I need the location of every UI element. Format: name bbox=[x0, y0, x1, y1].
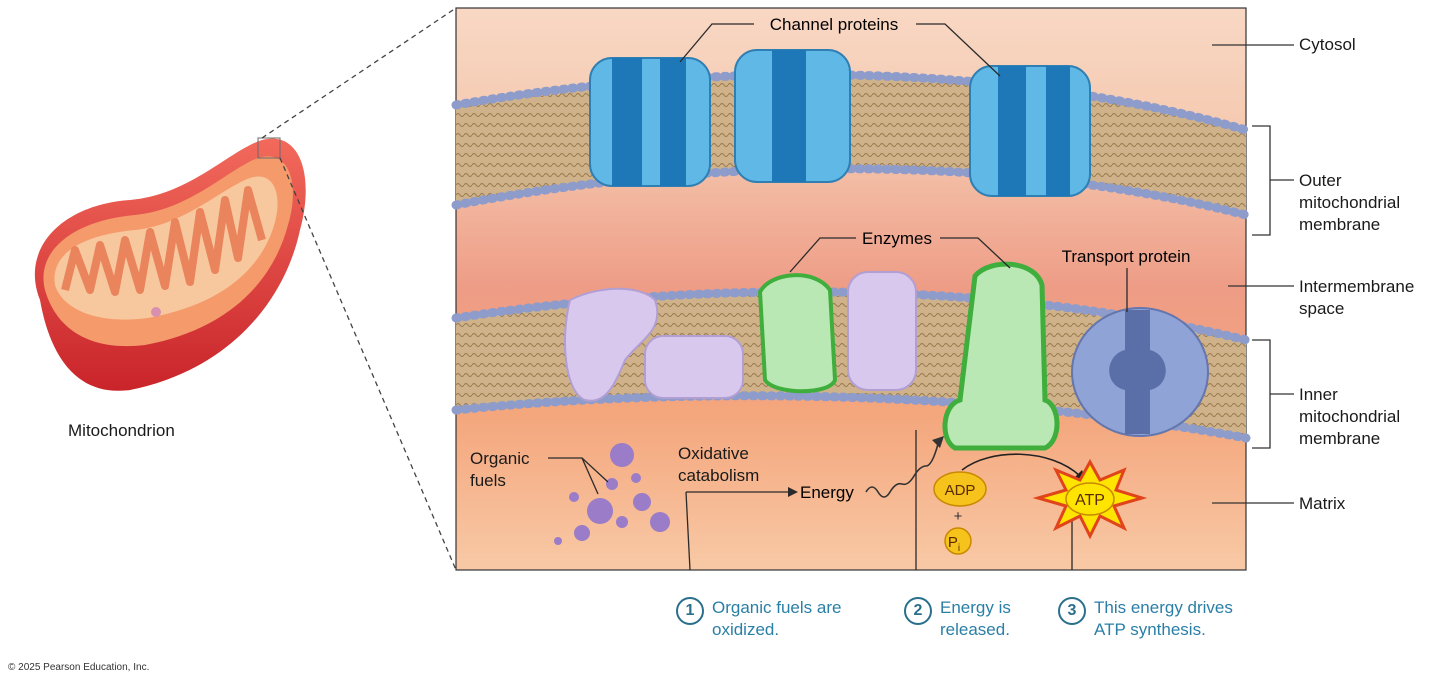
step-3-text: This energy drives ATP synthesis. bbox=[1094, 598, 1233, 639]
inner-membrane-label: Inner mitochondrial membrane bbox=[1299, 385, 1401, 448]
oxidative-catabolism-label: Oxidative catabolism bbox=[678, 444, 760, 485]
enzyme-2 bbox=[942, 261, 1060, 451]
channel-protein-1 bbox=[589, 57, 711, 187]
step-3: 3 This energy drives ATP synthesis. bbox=[1058, 597, 1264, 641]
copyright-notice: © 2025 Pearson Education, Inc. bbox=[8, 662, 150, 673]
membrane-protein-1 bbox=[564, 287, 659, 402]
matrix-label: Matrix bbox=[1299, 494, 1346, 513]
outer-membrane-label: Outer mitochondrial membrane bbox=[1299, 171, 1401, 234]
pi-text: Pi bbox=[948, 534, 960, 554]
step-1: 1 Organic fuels are oxidized. bbox=[676, 597, 872, 641]
cytosol-label: Cytosol bbox=[1299, 35, 1356, 54]
step-1-text: Organic fuels are oxidized. bbox=[712, 598, 842, 639]
membrane-protein-2 bbox=[644, 335, 744, 399]
atp-text: ATP bbox=[1075, 492, 1105, 509]
step-2: 2 Energy is released. bbox=[904, 597, 1040, 641]
adp-text: ADP bbox=[945, 482, 976, 499]
energy-label: Energy bbox=[800, 483, 854, 502]
adp-badge bbox=[933, 471, 987, 507]
zoom-line-bottom bbox=[279, 157, 457, 571]
mitochondrion-label: Mitochondrion bbox=[68, 421, 175, 440]
step-3-number: 3 bbox=[1058, 597, 1086, 625]
cristae bbox=[61, 186, 266, 296]
membrane-detail-panel: Channel proteins Enzymes Transport prote… bbox=[451, 7, 1251, 571]
channel-proteins-label: Channel proteins bbox=[770, 15, 899, 34]
intermembrane-space-label: Intermembrane space bbox=[1299, 277, 1415, 318]
organic-fuels-label: Organic fuels bbox=[470, 449, 530, 490]
zoom-line-top bbox=[261, 7, 457, 139]
right-pointers bbox=[1212, 44, 1294, 504]
enzymes-label: Enzymes bbox=[862, 229, 932, 248]
channel-protein-3 bbox=[969, 65, 1091, 197]
membrane-protein-3 bbox=[847, 271, 917, 391]
pointer-lines bbox=[548, 23, 1128, 571]
channel-protein-2 bbox=[734, 49, 851, 183]
matrix-granule bbox=[151, 307, 161, 317]
organic-fuel-molecules bbox=[554, 443, 670, 545]
atp-badge bbox=[1065, 482, 1115, 516]
step-2-number: 2 bbox=[904, 597, 932, 625]
transport-protein-shape bbox=[1071, 307, 1209, 437]
arrowhead-energy bbox=[788, 487, 798, 497]
outer-membrane-heads-bottom bbox=[451, 164, 1251, 220]
transport-protein-label: Transport protein bbox=[1062, 247, 1191, 266]
energy-wave-arrow bbox=[865, 443, 939, 498]
adp-to-atp-arrow bbox=[961, 453, 1081, 477]
enzyme-1 bbox=[757, 273, 838, 394]
arrowhead-wave bbox=[932, 436, 944, 448]
plus-text: + bbox=[954, 508, 963, 525]
zoom-box bbox=[257, 137, 281, 159]
step-2-text: Energy is released. bbox=[940, 598, 1011, 639]
step-1-number: 1 bbox=[676, 597, 704, 625]
mitochondrion-illustration bbox=[34, 137, 306, 391]
pi-badge bbox=[944, 527, 972, 555]
